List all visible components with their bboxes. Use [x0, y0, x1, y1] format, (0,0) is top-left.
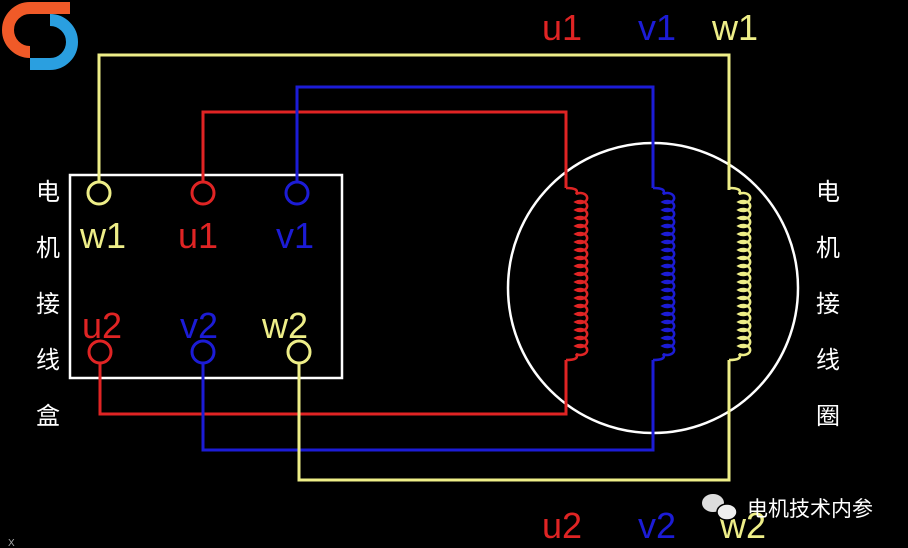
wire-u2: [98, 360, 568, 416]
title-char: 电: [816, 178, 840, 206]
logo: [2, 2, 78, 70]
title-char: 电: [36, 178, 60, 206]
logo-blue-arc: [30, 14, 78, 70]
wire-v2: [201, 360, 655, 452]
label-box-u1: u1: [178, 215, 218, 256]
terminal-u1: [190, 180, 216, 206]
terminal-v2: [190, 339, 216, 365]
wire-w2: [297, 360, 731, 482]
wechat-icon: [702, 494, 738, 521]
terminal-v1: [284, 180, 310, 206]
watermark-text: 电机技术内参: [747, 497, 873, 521]
terminal-w1: [86, 180, 112, 206]
wire-v1: [295, 85, 655, 188]
label-box-v2: v2: [180, 305, 218, 346]
label-box-w1: w1: [79, 215, 126, 256]
coil-title: 电 机 接 线 圈: [816, 178, 840, 430]
title-char: 线: [816, 346, 840, 374]
label-coil-w1: w1: [711, 7, 758, 48]
terminal-u2: [87, 339, 113, 365]
title-char: 接: [36, 290, 60, 318]
coil-w: [728, 186, 752, 362]
label-coil-u2: u2: [542, 505, 582, 546]
title-char: 线: [36, 346, 60, 374]
logo-orange-arc: [2, 2, 70, 58]
terminal-box: [68, 173, 344, 380]
label-box-u2: u2: [82, 305, 122, 346]
title-char: 盒: [36, 402, 60, 430]
corner-mark: X: [8, 538, 15, 548]
coil-u: [565, 186, 589, 362]
label-coil-v2: v2: [638, 505, 676, 546]
wire-w1: [97, 53, 731, 190]
terminal-box-title: 电 机 接 线 盒: [36, 178, 60, 430]
wire-u1: [201, 110, 568, 188]
title-char: 接: [816, 290, 840, 318]
label-coil-u1: u1: [542, 7, 582, 48]
title-char: 机: [816, 234, 840, 262]
title-char: 机: [36, 234, 60, 262]
label-coil-v1: v1: [638, 7, 676, 48]
label-box-v1: v1: [276, 215, 314, 256]
title-char: 圈: [816, 402, 840, 430]
label-box-w2: w2: [261, 305, 308, 346]
terminal-w2: [286, 339, 312, 365]
coil-v: [652, 186, 676, 362]
